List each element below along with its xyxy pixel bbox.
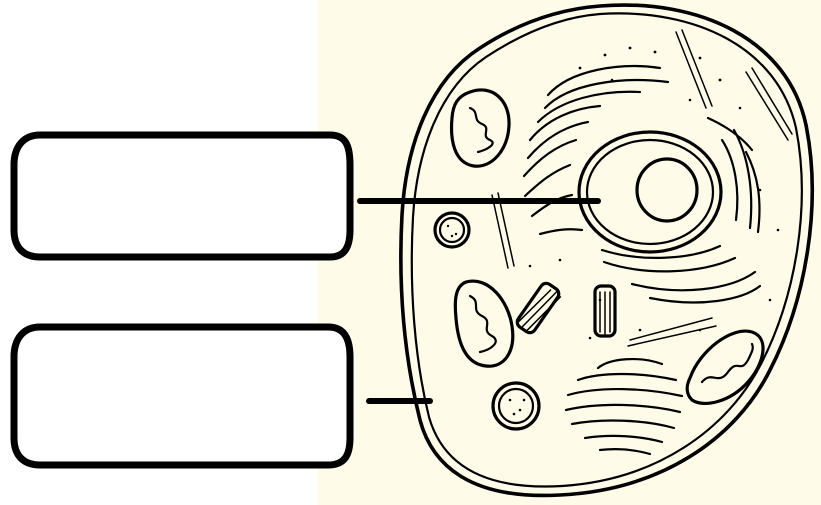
label-box-cell-membrane[interactable]	[14, 327, 350, 465]
label-box-nucleus[interactable]	[14, 135, 350, 257]
cell-panel-background	[318, 0, 821, 505]
